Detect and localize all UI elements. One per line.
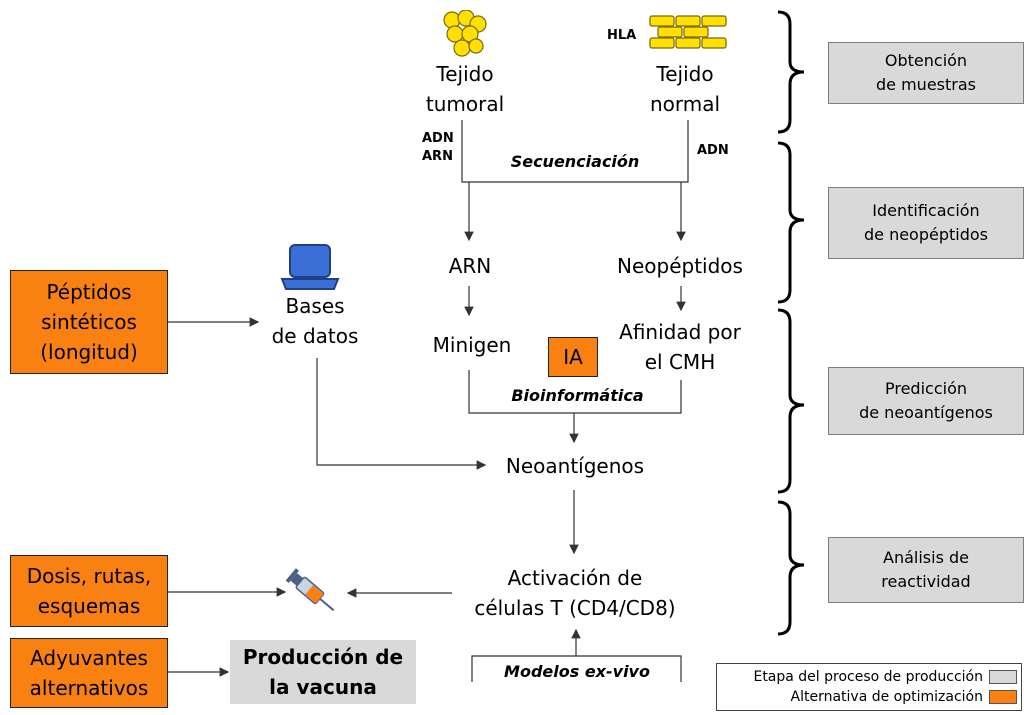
syringe-icon	[285, 568, 335, 612]
modelos-exvivo-label: Modelos ex-vivo	[504, 662, 650, 681]
sequencing-label: Secuenciación	[510, 152, 640, 171]
ia-box: IA	[548, 337, 598, 377]
laptop-icon	[280, 244, 340, 290]
neopeptidos-node: Neopéptidos	[617, 254, 743, 278]
legend-option-label: Alternativa de optimización	[790, 689, 984, 705]
option-dosis: Dosis, rutas,esquemas	[10, 555, 168, 627]
legend-row-option: Alternativa de optimización	[717, 687, 1021, 707]
legend-option-swatch	[989, 690, 1017, 704]
legend-stage-swatch	[989, 670, 1017, 684]
normal-cells-icon	[649, 15, 727, 49]
neoantigenos-node: Neoantígenos	[505, 454, 645, 478]
legend-row-stage: Etapa del proceso de producción	[717, 667, 1021, 687]
arn-node: ARN	[448, 254, 492, 278]
bioinformatica-label: Bioinformática	[511, 386, 644, 405]
adn-right-label: ADN	[697, 143, 729, 158]
legend: Etapa del proceso de producción Alternat…	[716, 663, 1022, 711]
tumor-cells-icon	[443, 10, 487, 57]
minigen-node: Minigen	[432, 333, 512, 357]
hla-label: HLA	[607, 28, 637, 43]
legend-stage-label: Etapa del proceso de producción	[753, 669, 983, 685]
